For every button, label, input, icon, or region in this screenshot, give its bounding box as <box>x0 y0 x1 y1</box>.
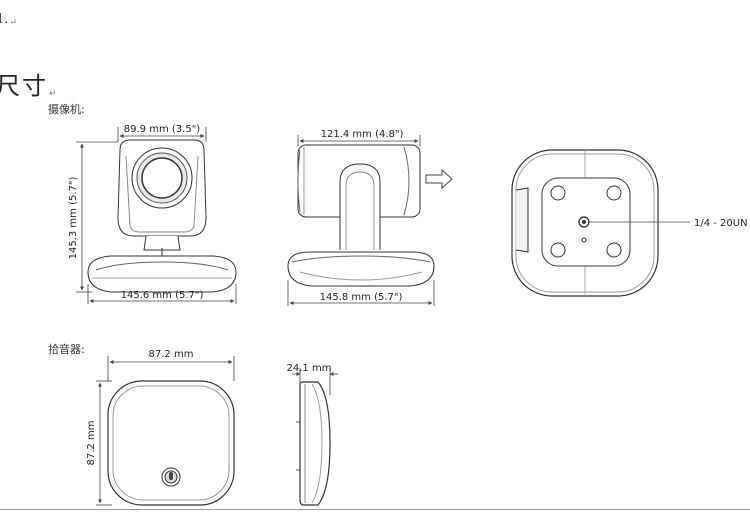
camera-section-label: 摄像机: <box>48 103 85 116</box>
page-bottom-rule <box>0 509 750 510</box>
return-mark-icon: ↵ <box>9 18 17 28</box>
camera-bottom-view <box>511 149 690 297</box>
return-mark-icon: ↵ <box>49 89 59 99</box>
side-width-dimension <box>297 135 421 146</box>
side-base-label: 145.8 mm (5.7") <box>320 292 403 303</box>
mic-height-label: 87.2 mm <box>86 421 97 466</box>
mic-section-label: 拾音器: <box>48 343 85 356</box>
mic-width-label: 87.2 mm <box>149 349 194 360</box>
mic-front-view <box>107 380 235 506</box>
front-base-dimension <box>87 284 237 304</box>
front-base-label: 145.6 mm (5.7") <box>121 290 204 301</box>
front-width-dimension <box>117 127 207 142</box>
mic-height-dimension <box>96 380 112 506</box>
mic-side-view <box>296 381 331 506</box>
mic-depth-label: 24.1 mm <box>287 363 332 374</box>
mic-depth-dimension <box>292 368 338 395</box>
camera-side-view <box>287 144 435 287</box>
view-direction-arrow-icon <box>425 168 453 190</box>
page-title: 尺寸↵ <box>0 72 59 100</box>
front-height-label: 145.3 mm (5.7") <box>68 177 79 260</box>
front-width-label: 89.9 mm (3.5") <box>124 124 201 135</box>
camera-front-view <box>87 139 237 293</box>
section-number: 1.↵ <box>0 12 17 28</box>
front-height-dimension <box>76 141 118 293</box>
side-base-dimension <box>287 280 435 306</box>
thread-label: 1/4 - 20UN <box>694 218 748 229</box>
mic-width-dimension <box>107 356 235 381</box>
side-width-label: 121.4 mm (4.8") <box>321 129 404 140</box>
